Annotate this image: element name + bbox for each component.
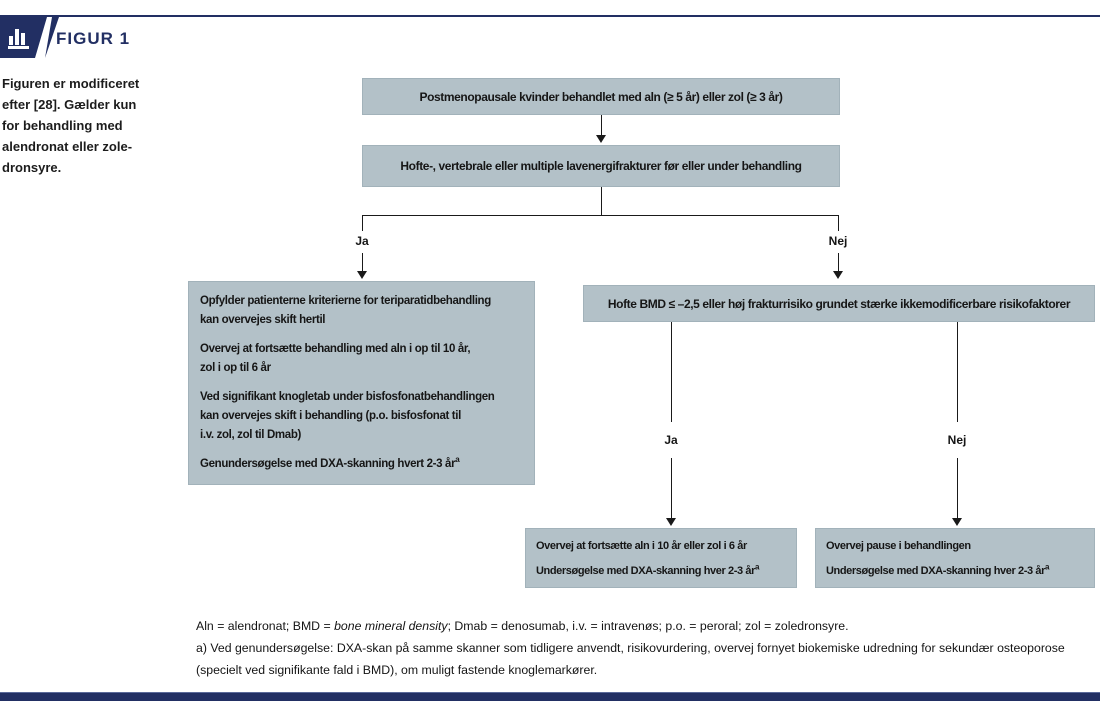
outcome-line: Undersøgelse med DXA-skanning hver 2-3 å… bbox=[826, 562, 1050, 577]
connector-line bbox=[957, 458, 958, 518]
bottom-divider-band bbox=[0, 692, 1100, 701]
node-start: Postmenopausale kvinder behandlet med al… bbox=[362, 78, 840, 115]
outcome-line: Overvej pause i behandlingen bbox=[826, 540, 971, 552]
outcome-paragraph: Opfylder patienterne kriterierne for ter… bbox=[200, 295, 491, 326]
figure-tab-shape bbox=[0, 17, 59, 58]
outcome-paragraph: Genundersøgelse med DXA-skanning hvert 2… bbox=[200, 455, 460, 470]
connector-line bbox=[957, 322, 958, 422]
node-pause-treatment: Overvej pause i behandlingen Undersøgels… bbox=[815, 528, 1095, 588]
arrow-down-icon bbox=[596, 135, 606, 143]
arrow-down-icon bbox=[666, 518, 676, 526]
footnote-marker: a bbox=[754, 562, 760, 572]
branch-label-yes: Ja bbox=[355, 234, 369, 248]
arrow-down-icon bbox=[357, 271, 367, 279]
footnotes: Aln = alendronat; BMD = bone mineral den… bbox=[196, 615, 1086, 681]
connector-line bbox=[362, 215, 363, 231]
connector-line bbox=[362, 215, 838, 216]
connector-line bbox=[671, 458, 672, 518]
connector-line bbox=[838, 215, 839, 231]
footnote-a: a) Ved genundersøgelse: DXA-skan på samm… bbox=[196, 641, 1065, 677]
outcome-line: Overvej at fortsætte aln i 10 år eller z… bbox=[536, 540, 747, 552]
top-divider-rule bbox=[0, 15, 1100, 17]
figure-title: FIGUR 1 bbox=[56, 29, 131, 48]
connector-line bbox=[601, 187, 602, 215]
node-yes-outcome: Opfylder patienterne kriterierne for ter… bbox=[188, 281, 535, 485]
branch-label-no: Nej bbox=[828, 234, 848, 248]
abbreviation-line: Aln = alendronat; BMD = bone mineral den… bbox=[196, 619, 849, 633]
bar-chart-icon bbox=[8, 29, 29, 49]
arrow-down-icon bbox=[952, 518, 962, 526]
connector-line bbox=[601, 115, 602, 135]
connector-line bbox=[671, 322, 672, 422]
node-fracture-question: Hofte-, vertebrale eller multiple lavene… bbox=[362, 145, 840, 187]
branch-label-no: Nej bbox=[947, 433, 967, 447]
arrow-down-icon bbox=[833, 271, 843, 279]
footnote-marker: a bbox=[1044, 562, 1050, 572]
branch-label-yes: Ja bbox=[664, 433, 678, 447]
connector-line bbox=[362, 253, 363, 271]
node-continue-treatment: Overvej at fortsætte aln i 10 år eller z… bbox=[525, 528, 797, 588]
outcome-paragraph: Overvej at fortsætte behandling med aln … bbox=[200, 343, 471, 374]
outcome-line: Undersøgelse med DXA-skanning hver 2-3 å… bbox=[536, 562, 760, 577]
figure-caption: Figuren er modificeret efter [28]. Gælde… bbox=[2, 76, 140, 175]
outcome-paragraph: Ved signifikant knogletab under bisfosfo… bbox=[200, 391, 495, 441]
footnote-marker: a bbox=[455, 455, 460, 465]
connector-line bbox=[838, 253, 839, 271]
node-bmd-question: Hofte BMD ≤ –2,5 eller høj frakturrisiko… bbox=[583, 285, 1095, 322]
